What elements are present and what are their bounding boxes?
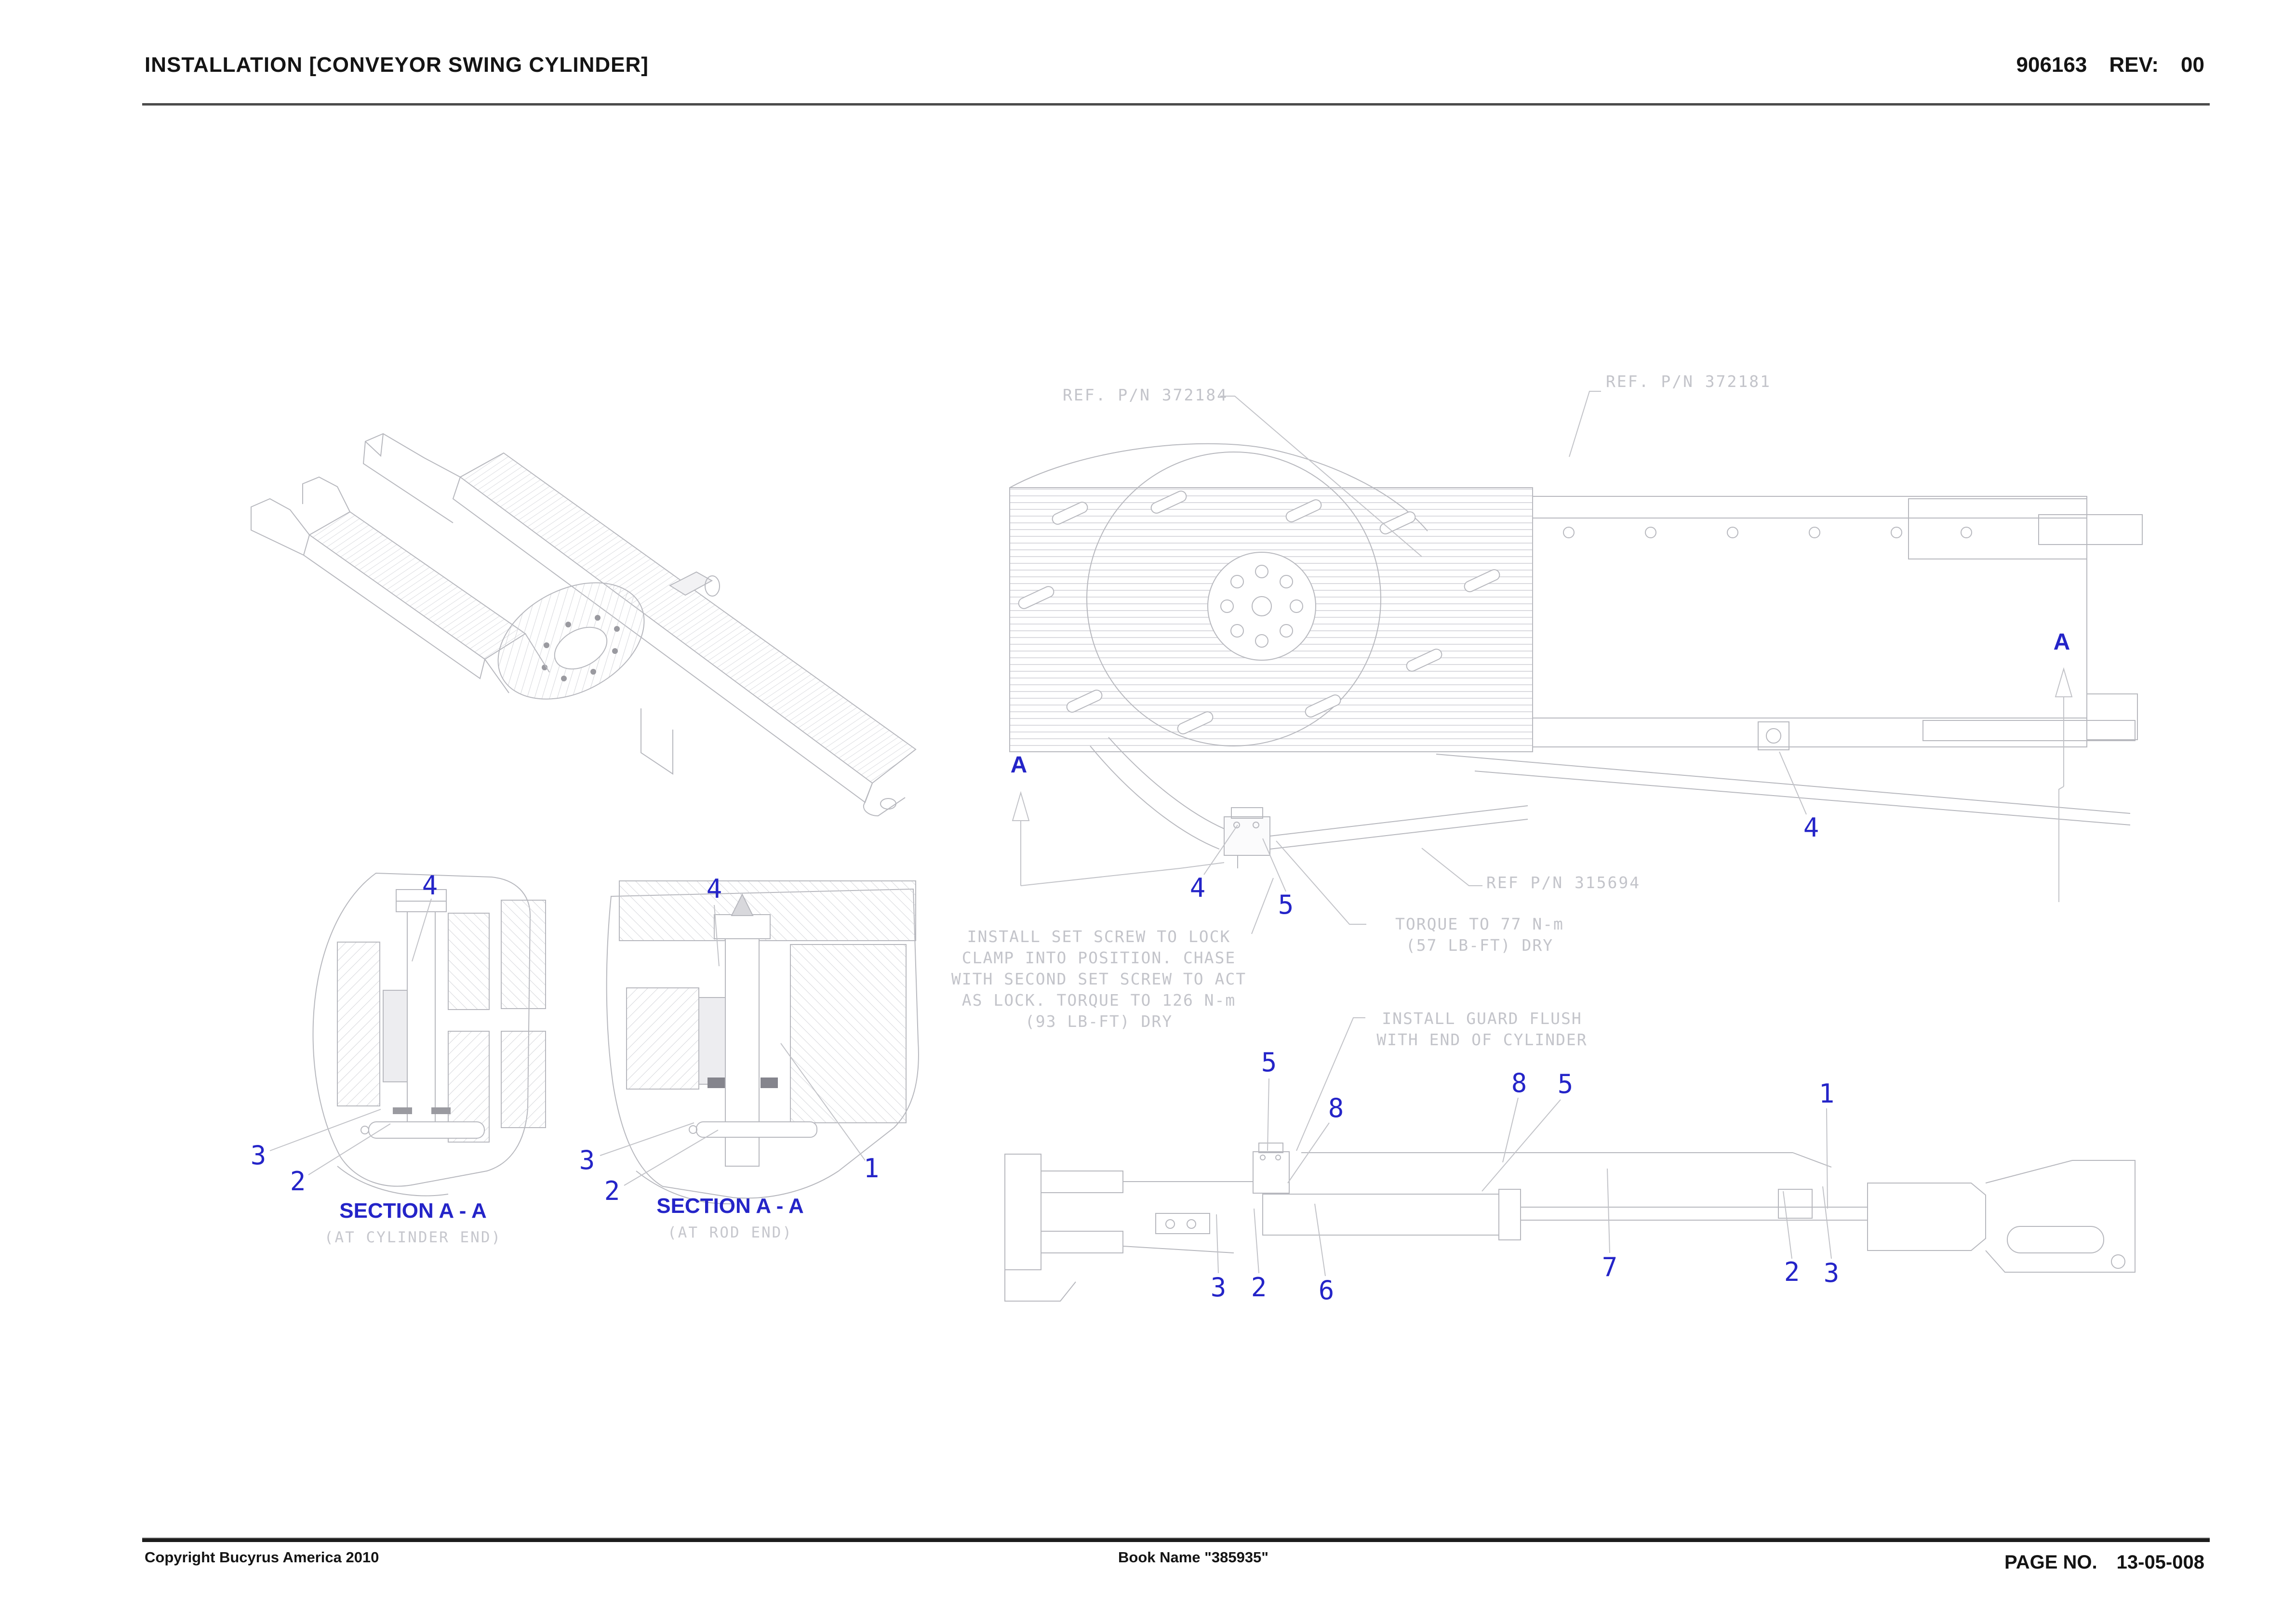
callout-4-plan-clamp: 4	[1189, 873, 1206, 903]
rev-label: REV:	[2109, 53, 2159, 77]
callout-8-side-top: 8	[1328, 1093, 1344, 1123]
torque-77-note: TORQUE TO 77 N-m (57 LB-FT) DRY	[1369, 914, 1590, 956]
section-title-cylinder-end: SECTION A - A	[339, 1199, 487, 1223]
section-view-rod-end	[606, 880, 919, 1205]
isometric-view	[251, 433, 917, 817]
footer-book-name: Book Name "385935"	[1118, 1549, 1268, 1566]
guard-note: INSTALL GUARD FLUSH WITH END OF CYLINDER	[1362, 1008, 1602, 1051]
callout-3-section-cyl: 3	[250, 1140, 267, 1171]
callout-4-section-rod: 4	[706, 874, 722, 904]
section-title-rod-end: SECTION A - A	[656, 1194, 804, 1218]
torque-77-note-line: TORQUE TO 77 N-m	[1395, 915, 1564, 933]
doc-number: 906163	[2016, 53, 2087, 77]
callout-2-section-cyl: 2	[290, 1166, 306, 1197]
callout-2-side-bottom: 2	[1251, 1272, 1267, 1303]
footer-page-block: PAGE NO. 13-05-008	[2004, 1552, 2204, 1573]
ref-pn-315694-label: REF P/N 315694	[1486, 873, 1641, 892]
section-subtitle-cylinder-end: (AT CYLINDER END)	[324, 1229, 502, 1246]
set-screw-note-line: CLAMP INTO POSITION. CHASE	[961, 948, 1236, 967]
guard-note-line: INSTALL GUARD FLUSH	[1382, 1009, 1582, 1028]
callout-4-plan-right: 4	[1803, 812, 1819, 843]
ref-pn-372181-label: REF. P/N 372181	[1606, 372, 1772, 391]
page-number-value: 13-05-008	[2116, 1552, 2204, 1573]
callout-1-section-rod: 1	[863, 1153, 880, 1184]
callout-2-side-bottom-2: 2	[1784, 1257, 1800, 1287]
footer-rule	[142, 1538, 2210, 1542]
plan-view	[1009, 443, 2143, 868]
header-rule	[142, 103, 2210, 106]
set-screw-note: INSTALL SET SCREW TO LOCK CLAMP INTO POS…	[940, 926, 1258, 1032]
page-number-label: PAGE NO.	[2004, 1552, 2097, 1573]
section-cut-letter-left: A	[1010, 752, 1028, 778]
set-screw-note-line: (93 LB-FT) DRY	[1025, 1012, 1173, 1031]
callout-6-side-bottom: 6	[1318, 1275, 1335, 1305]
set-screw-note-line: AS LOCK. TORQUE TO 126 N-m	[961, 991, 1236, 1010]
set-screw-note-line: WITH SECOND SET SCREW TO ACT	[951, 970, 1247, 988]
doc-number-block: 906163 REV: 00	[2016, 53, 2204, 77]
callout-5-side-top-2: 5	[1557, 1069, 1574, 1099]
set-screw-note-line: INSTALL SET SCREW TO LOCK	[967, 927, 1231, 946]
callout-7-side-bottom: 7	[1602, 1252, 1618, 1282]
leader-lines	[269, 391, 1832, 1277]
torque-77-note-line: (57 LB-FT) DRY	[1405, 936, 1554, 955]
callout-2-section-rod: 2	[604, 1176, 620, 1206]
footer-copyright: Copyright Bucyrus America 2010	[145, 1549, 379, 1566]
section-cut-line	[1012, 667, 2073, 902]
callout-3-side-bottom: 3	[1210, 1272, 1227, 1303]
callout-3-side-bottom-2: 3	[1823, 1258, 1840, 1288]
callout-5-side-top: 5	[1261, 1047, 1277, 1078]
section-cut-letter-right: A	[2053, 629, 2070, 655]
side-view	[1004, 1143, 2136, 1302]
section-view-cylinder-end	[312, 872, 546, 1197]
rev-value: 00	[2181, 53, 2204, 77]
callout-4-section-cyl: 4	[422, 870, 438, 901]
section-subtitle-rod-end: (AT ROD END)	[667, 1224, 793, 1241]
callout-8-side-top-2: 8	[1511, 1068, 1527, 1098]
ref-pn-372184-label: REF. P/N 372184	[1063, 386, 1228, 404]
page-title: INSTALLATION [CONVEYOR SWING CYLINDER]	[145, 53, 649, 77]
guard-note-line: WITH END OF CYLINDER	[1376, 1030, 1588, 1049]
callout-5-plan-clamp: 5	[1278, 890, 1294, 920]
callout-3-section-rod: 3	[579, 1145, 595, 1175]
callout-1-side-top: 1	[1818, 1078, 1835, 1109]
